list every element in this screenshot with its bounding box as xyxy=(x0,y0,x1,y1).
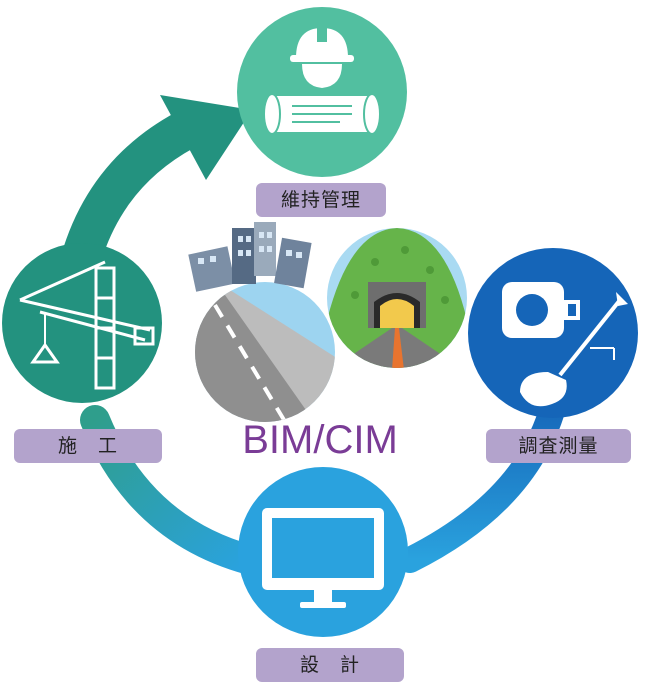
label-design: 設 計 xyxy=(256,648,404,682)
design-icon xyxy=(238,467,408,637)
center-title: BIM/CIM xyxy=(242,418,398,462)
city-road-icon xyxy=(188,222,335,422)
maintenance-icon xyxy=(237,7,407,177)
label-maintenance: 維持管理 xyxy=(256,183,386,217)
tunnel-icon xyxy=(327,228,467,368)
construction-icon xyxy=(2,243,162,403)
label-construction: 施 工 xyxy=(14,429,162,463)
label-survey: 調査測量 xyxy=(486,429,631,463)
survey-icon xyxy=(468,248,638,418)
